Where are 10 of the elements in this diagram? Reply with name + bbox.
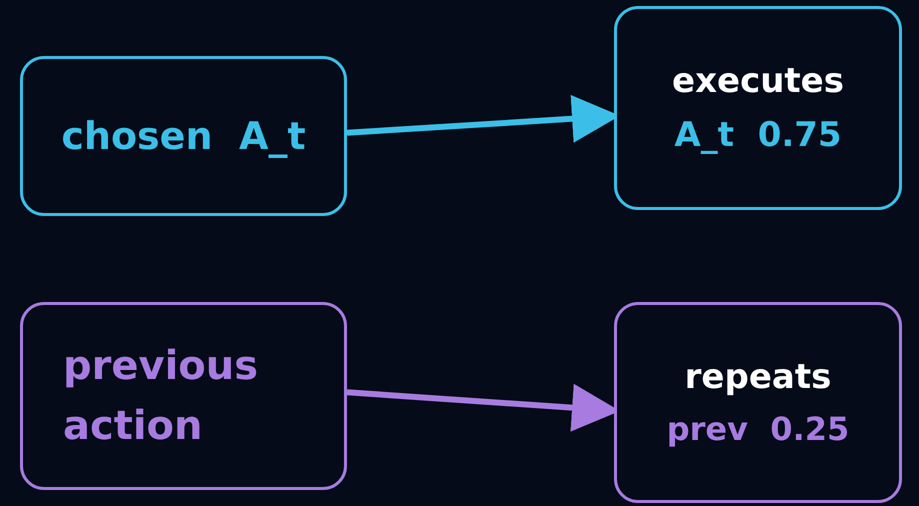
process-box bbox=[20, 56, 347, 216]
box-heading: executes bbox=[671, 60, 845, 103]
box-label: A_t 0.75 bbox=[673, 114, 843, 157]
process-box bbox=[614, 6, 902, 210]
process-box bbox=[20, 302, 347, 490]
box-heading: repeats bbox=[684, 356, 832, 399]
process-box bbox=[614, 302, 902, 503]
box-label: chosen A_t bbox=[60, 112, 307, 160]
box-label: previous action bbox=[63, 342, 260, 451]
box-label: prev 0.25 bbox=[666, 409, 850, 450]
